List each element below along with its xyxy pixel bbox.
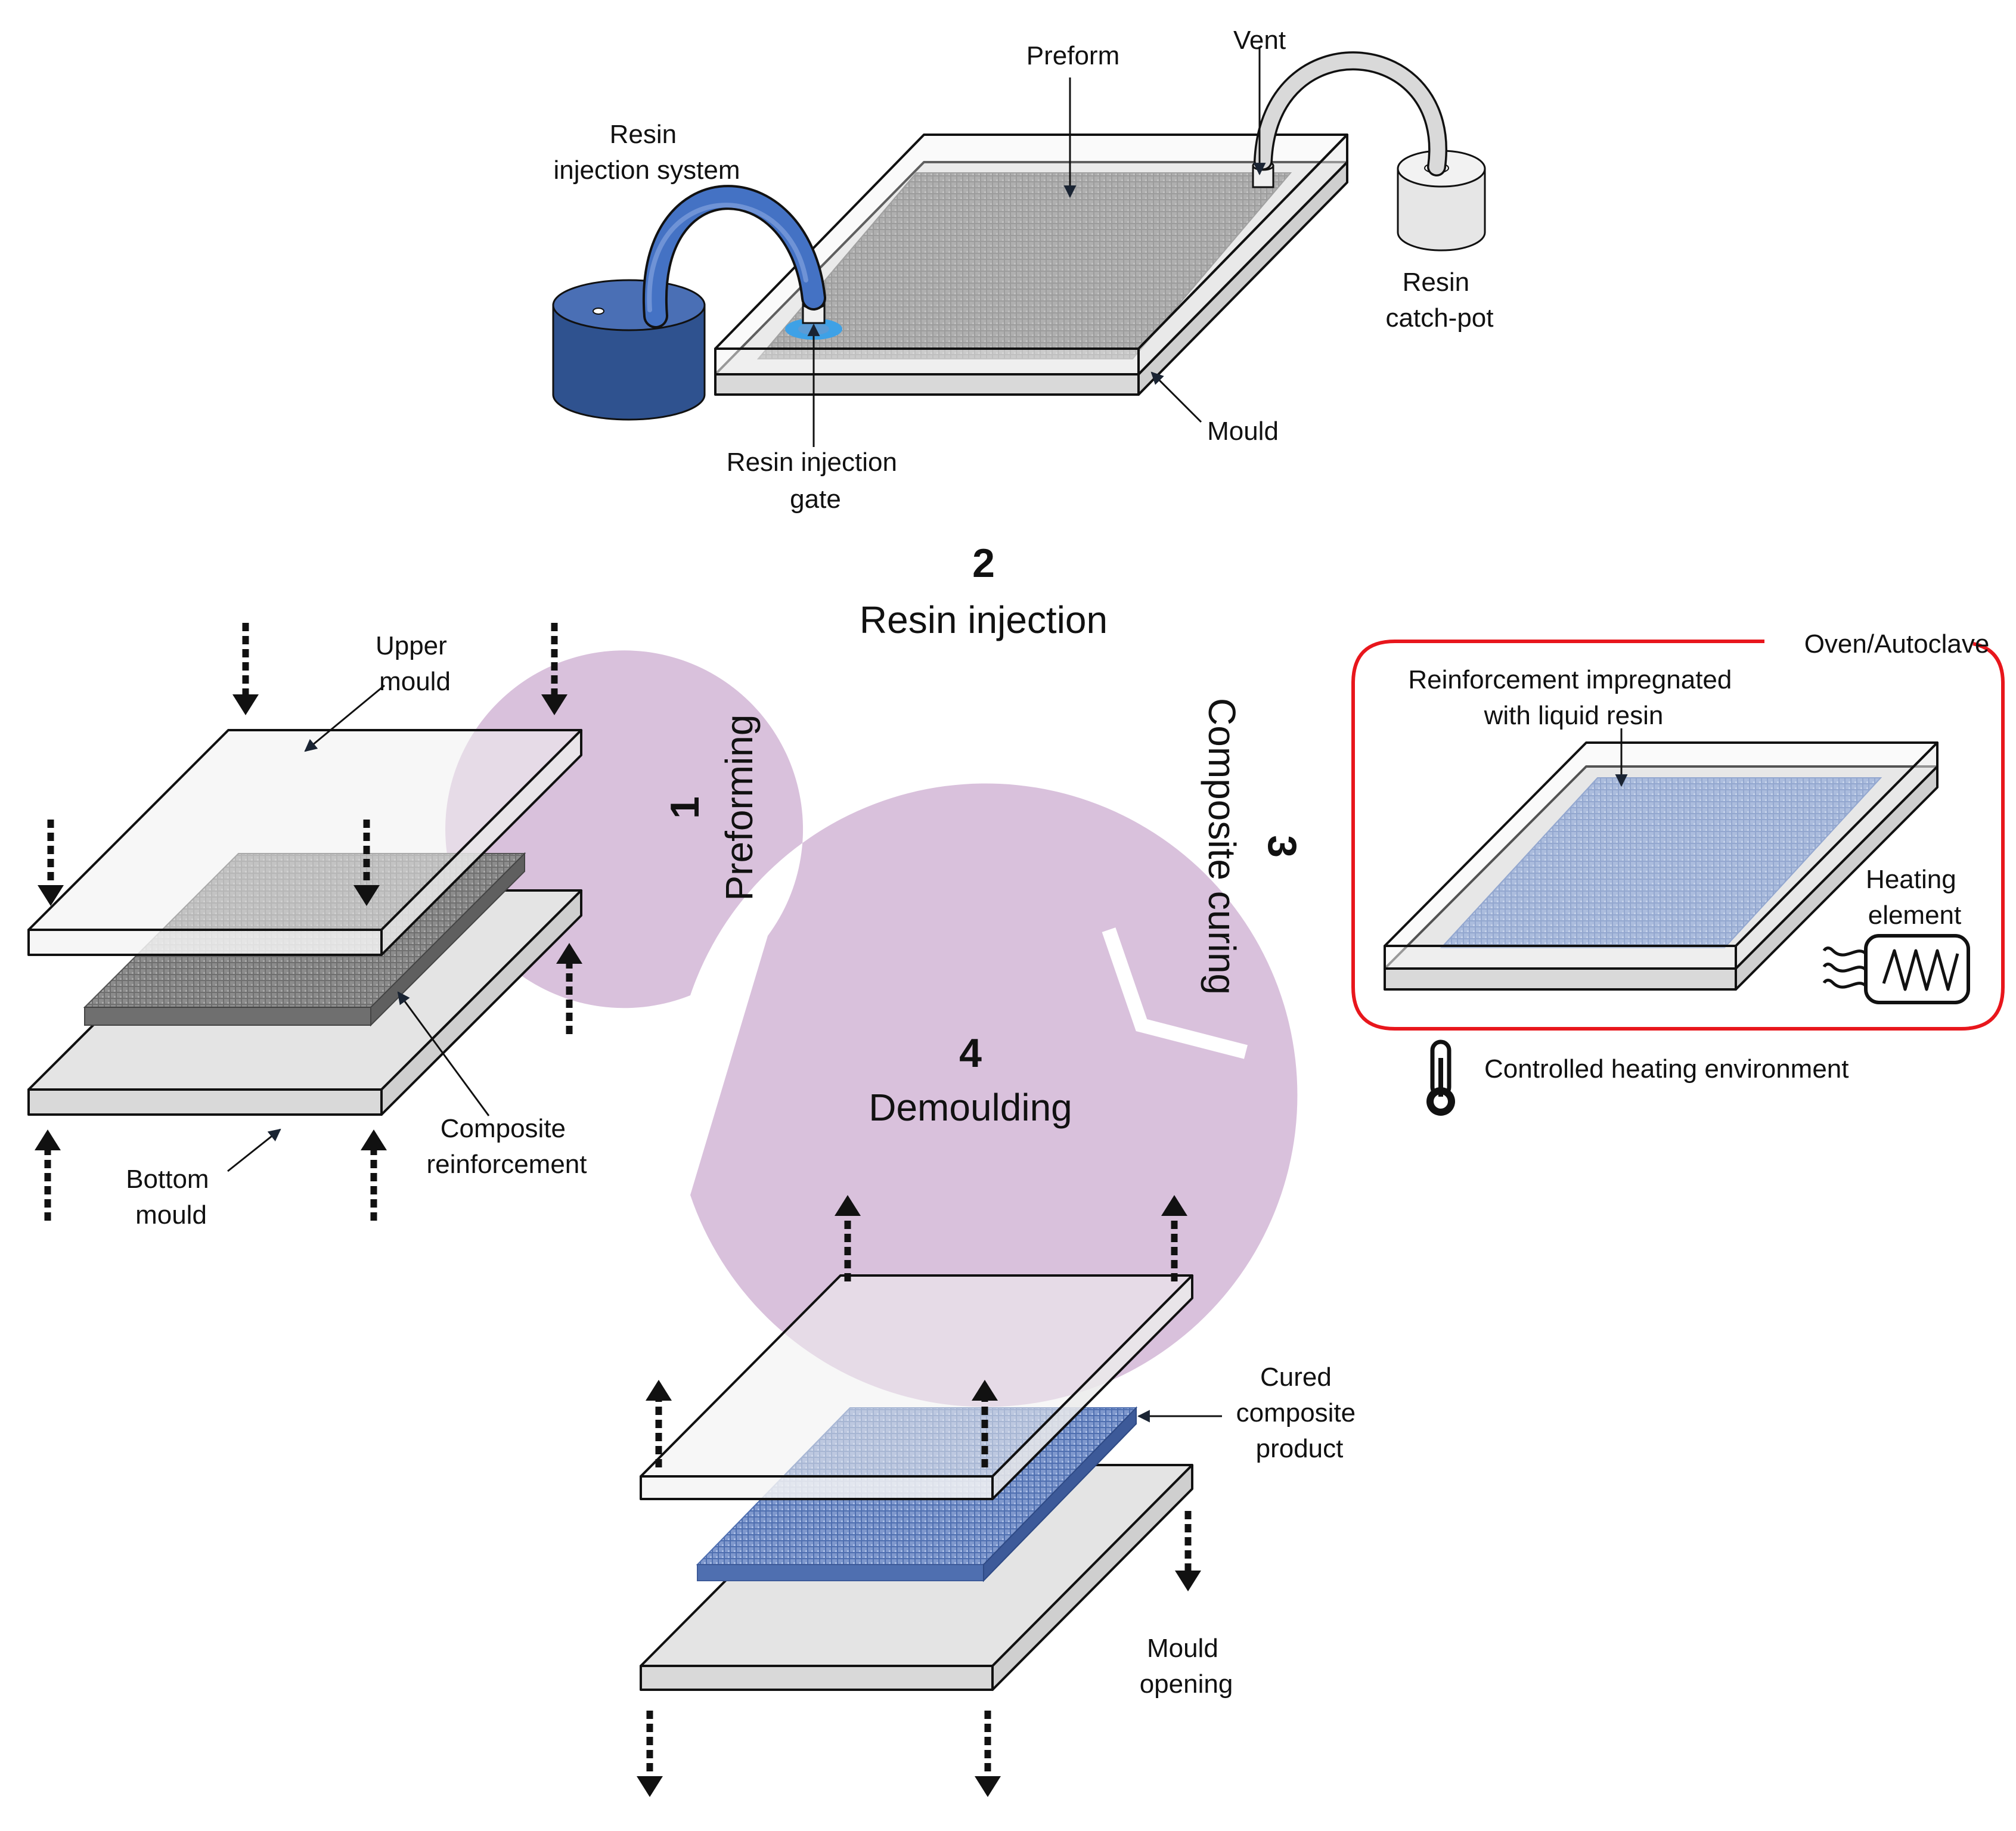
label-bottom-mould: Bottom mould (126, 1165, 216, 1230)
step-3-title: Composite curing (1201, 698, 1243, 995)
label-resin-injection-system: Resin injection system (553, 120, 740, 185)
segment-divider (724, 617, 849, 741)
opening-arrows (646, 1213, 1192, 1779)
demoulding-panel: Cured composite product Mould opening (637, 1195, 1363, 1797)
label-mould-opening: Mould opening (1140, 1634, 1233, 1699)
preforming-upper-mould (27, 729, 582, 956)
label-controlled-heating-environment: Controlled heating environment (1484, 1054, 1849, 1084)
curing-panel: Oven/Autoclave Reinforcement impregnated… (1351, 629, 2005, 1116)
resin-injection-pot (552, 279, 706, 421)
label-resin-injection-gate: Resin injection gate (727, 448, 904, 514)
step-2-number: 2 (972, 541, 995, 586)
label-upper-mould: Upper mould (376, 631, 454, 696)
preforming-panel: Upper mould Composite reinforcement Bott… (27, 623, 587, 1230)
label-vent: Vent (1233, 26, 1286, 55)
oven-border (1351, 640, 2005, 1031)
label-heating-element: Heating element (1866, 865, 1964, 930)
step-3-number: 3 (1260, 835, 1305, 858)
step-2-title: Resin injection (860, 598, 1108, 641)
label-impregnated-reinforcement: Reinforcement impregnated with liquid re… (1408, 665, 1739, 730)
label-resin-catch-pot: Resin catch-pot (1386, 268, 1494, 333)
injection-mould-top (714, 134, 1348, 375)
label-composite-reinforcement: Composite reinforcement (426, 1114, 587, 1179)
step-4-title: Demoulding (869, 1086, 1072, 1129)
label-preform: Preform (1026, 41, 1119, 70)
cycle-ring (445, 650, 1298, 1407)
press-arrows (44, 623, 573, 1221)
step-4-number: 4 (959, 1031, 982, 1076)
label-cured-composite-product: Cured composite product (1236, 1363, 1363, 1463)
step-1-number: 1 (662, 796, 708, 819)
segment-divider (1085, 594, 1205, 719)
heating-coil-icon (1822, 934, 1970, 1004)
label-oven-autoclave: Oven/Autoclave (1804, 629, 1990, 659)
resin-catch-pot (1397, 150, 1486, 252)
curing-mould-top (1384, 741, 1939, 970)
demoulding-upper-mould (640, 1274, 1193, 1500)
segment-divider (1102, 927, 1248, 1059)
thermometer-icon (1426, 1039, 1455, 1116)
label-mould: Mould (1207, 417, 1279, 446)
resin-injection-panel: Resin injection system Preform Vent Resi… (552, 26, 1494, 514)
step-1-title: Preforming (718, 715, 761, 901)
process-cycle: 1 Preforming 2 Resin injection 3 Composi… (445, 541, 1305, 1407)
